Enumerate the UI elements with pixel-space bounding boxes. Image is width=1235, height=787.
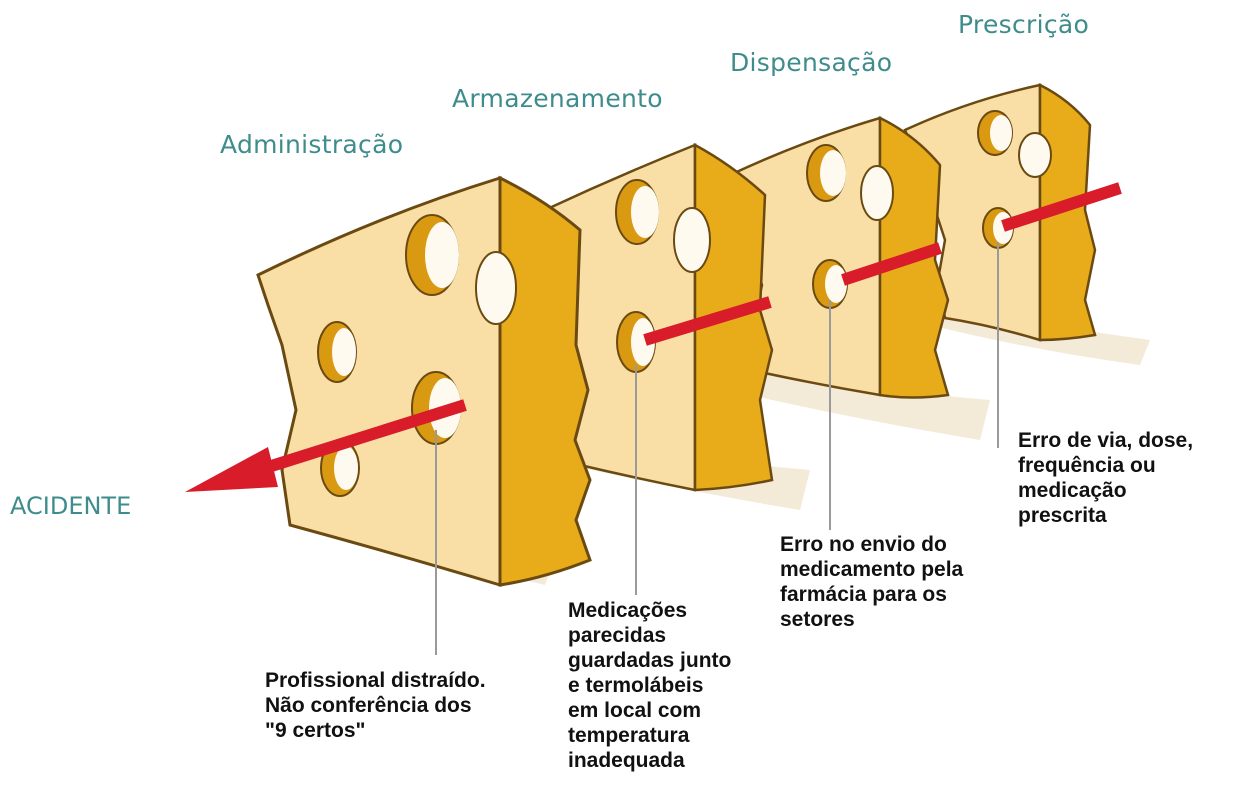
cheese-hole [860, 165, 894, 221]
cheese-slice-face [256, 175, 502, 588]
layer-label-armazenamento: Armazenamento [452, 84, 663, 113]
callout-dispensacao: Erro no envio do medicamento pela farmác… [780, 533, 964, 631]
cheese-slice-shadow [750, 370, 990, 440]
hazard-arrow-front [185, 399, 467, 492]
callout-leaders [435, 242, 999, 655]
cheese-hole [317, 321, 357, 383]
callout-administracao: Profissional distraído. Não conferência … [265, 669, 486, 742]
cheese-hole [977, 110, 1013, 156]
cheese-hole [673, 207, 711, 273]
arrow-head [185, 447, 278, 492]
layer-label-dispensacao: Dispensação [730, 48, 893, 77]
layer-label-prescricao: Prescrição [958, 10, 1090, 39]
cheese-slice-side [498, 175, 592, 587]
cheese-hole [475, 251, 517, 325]
cheese-hole [320, 439, 360, 497]
callout-armazenamento: Medicações parecidas guardadas junto e t… [568, 599, 732, 772]
cheese-hole [1018, 132, 1052, 178]
cheese-slice-dispensacao [728, 116, 990, 440]
hazard-arrow [643, 182, 1122, 346]
cheese-hole [405, 214, 459, 296]
cheese-hole [615, 179, 659, 245]
cheese-slice-side [1038, 82, 1097, 342]
cheese-hole [806, 144, 846, 202]
cheese-slice-administracao [256, 175, 592, 588]
callout-prescricao: Erro de via, dose, frequência ou medicaç… [1018, 429, 1194, 527]
layer-label-administracao: Administração [220, 130, 404, 159]
accident-label: ACIDENTE [10, 492, 132, 520]
